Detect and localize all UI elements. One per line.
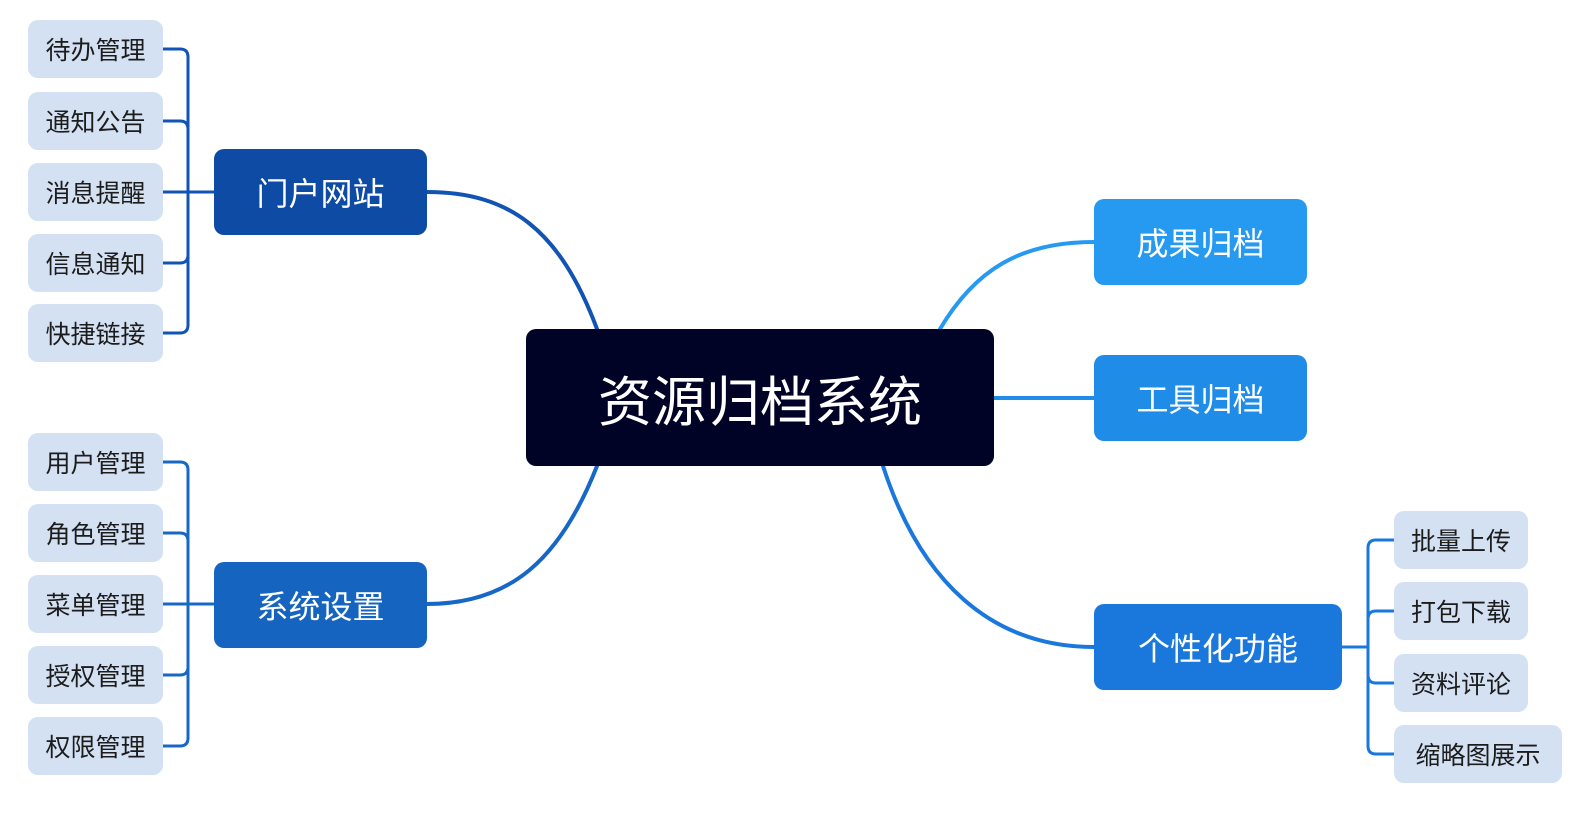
branch-custom-features[interactable]: 个性化功能 bbox=[1094, 604, 1342, 690]
branch-portal[interactable]: 门户网站 bbox=[214, 149, 427, 235]
leaf-portal-shortcuts[interactable]: 快捷链接 bbox=[28, 304, 163, 362]
leaf-system-roles[interactable]: 角色管理 bbox=[28, 504, 163, 562]
bracket-system bbox=[161, 460, 216, 748]
link-root-portal bbox=[425, 190, 599, 331]
leaf-custom-pack-download[interactable]: 打包下载 bbox=[1394, 582, 1528, 640]
leaf-system-permissions[interactable]: 权限管理 bbox=[28, 717, 163, 775]
leaf-custom-batch-upload[interactable]: 批量上传 bbox=[1394, 511, 1528, 569]
link-root-custom bbox=[881, 464, 1096, 649]
leaf-portal-reminder[interactable]: 消息提醒 bbox=[28, 163, 163, 221]
branch-system-settings[interactable]: 系统设置 bbox=[214, 562, 427, 648]
leaf-system-authorization[interactable]: 授权管理 bbox=[28, 646, 163, 704]
branch-results-archive[interactable]: 成果归档 bbox=[1094, 199, 1307, 285]
leaf-system-menus[interactable]: 菜单管理 bbox=[28, 575, 163, 633]
leaf-custom-comments[interactable]: 资料评论 bbox=[1394, 654, 1528, 712]
link-root-system bbox=[425, 464, 599, 606]
leaf-portal-notice[interactable]: 通知公告 bbox=[28, 92, 163, 150]
bracket-custom bbox=[1340, 538, 1396, 756]
leaf-system-users[interactable]: 用户管理 bbox=[28, 433, 163, 491]
leaf-portal-todo[interactable]: 待办管理 bbox=[28, 20, 163, 78]
bracket-portal bbox=[161, 47, 216, 335]
leaf-portal-info[interactable]: 信息通知 bbox=[28, 234, 163, 292]
root-node[interactable]: 资源归档系统 bbox=[526, 329, 994, 466]
branch-tools-archive[interactable]: 工具归档 bbox=[1094, 355, 1307, 441]
link-root-results bbox=[938, 240, 1096, 331]
leaf-custom-thumbnails[interactable]: 缩略图展示 bbox=[1394, 725, 1562, 783]
